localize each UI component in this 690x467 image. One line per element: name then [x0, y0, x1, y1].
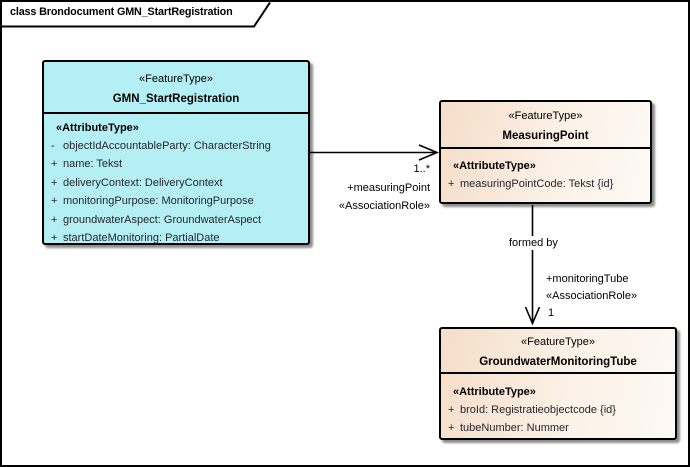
visibility-symbol: + [51, 231, 58, 244]
open-arrowhead-right-icon [418, 144, 440, 161]
visibility-symbol: + [51, 176, 58, 189]
attribute-text: monitoringPurpose: MonitoringPurpose [63, 195, 254, 208]
attributes-compartment: «AttributeType» - objectIdAccountablePar… [44, 114, 308, 247]
attribute-text: startDateMonitoring: PartialDate [63, 231, 220, 244]
class-gmn-startregistration[interactable]: «FeatureType» GMN_StartRegistration «Att… [42, 60, 310, 245]
attribute-text: deliveryContext: DeliveryContext [63, 176, 223, 189]
attributes-compartment: «AttributeType» + broId: Registratieobje… [441, 374, 675, 438]
class-name: MeasuringPoint [502, 130, 589, 142]
class-groundwatermonitoringtube[interactable]: «FeatureType» GroundwaterMonitoringTube … [439, 327, 677, 440]
attribute-row[interactable]: + deliveryContext: DeliveryContext [44, 174, 308, 192]
class-name: GMN_StartRegistration [112, 93, 240, 105]
association-role[interactable]: +monitoringTube [546, 273, 629, 285]
attribute-row[interactable]: + startDateMonitoring: PartialDate [44, 229, 308, 247]
association-role[interactable]: +measuringPoint [347, 182, 430, 194]
attribute-row[interactable]: + broId: Registratieobjectcode {id} [441, 401, 675, 419]
attribute-text: objectIdAccountableParty: CharacterStrin… [63, 140, 271, 152]
compartment-stereotype-label: «AttributeType» [453, 386, 536, 398]
stereotype-label: «FeatureType» [521, 336, 595, 348]
association-stereotype[interactable]: «AssociationRole» [338, 200, 430, 212]
visibility-symbol: + [51, 195, 58, 208]
visibility-symbol: + [448, 422, 455, 435]
visibility-symbol: + [448, 404, 455, 416]
attribute-row[interactable]: - objectIdAccountableParty: CharacterStr… [44, 137, 308, 155]
attributes-compartment: «AttributeType» + measuringPointCode: Te… [441, 149, 650, 193]
class-header: «FeatureType» GMN_StartRegistration [44, 62, 308, 114]
attribute-text: name: Tekst [63, 158, 123, 171]
class-measuringpoint[interactable]: «FeatureType» MeasuringPoint «AttributeT… [439, 100, 652, 204]
attribute-text: measuringPointCode: Tekst {id} [460, 178, 614, 190]
visibility-symbol: + [51, 213, 58, 226]
class-header: «FeatureType» GroundwaterMonitoringTube [441, 329, 675, 374]
visibility-symbol: + [448, 178, 455, 190]
frame-tab-outline [2, 2, 271, 28]
attribute-row[interactable]: + monitoringPurpose: MonitoringPurpose [44, 192, 308, 210]
attribute-row[interactable]: + groundwaterAspect: GroundwaterAspect [44, 211, 308, 229]
attribute-row[interactable]: + name: Tekst [44, 155, 308, 173]
visibility-symbol: + [51, 158, 58, 171]
visibility-symbol: - [51, 140, 55, 152]
compartment-stereotype-label: «AttributeType» [453, 160, 536, 172]
class-header: «FeatureType» MeasuringPoint [441, 102, 650, 149]
class-name: GroundwaterMonitoringTube [479, 356, 637, 368]
association-multiplicity[interactable]: 1..* [413, 163, 430, 175]
stereotype-label: «FeatureType» [508, 110, 583, 122]
diagram-title: class Brondocument GMN_StartRegistration [10, 6, 233, 18]
attribute-row[interactable]: + measuringPointCode: Tekst {id} [441, 175, 650, 193]
compartment-stereotype-label: «AttributeType» [56, 122, 139, 134]
association-name[interactable]: formed by [506, 236, 561, 250]
attribute-row[interactable]: + tubeNumber: Nummer [441, 419, 675, 437]
attribute-text: groundwaterAspect: GroundwaterAspect [63, 213, 262, 226]
attribute-text: broId: Registratieobjectcode {id} [460, 404, 616, 416]
attribute-text: tubeNumber: Nummer [460, 422, 569, 435]
open-arrowhead-down-icon [524, 306, 541, 326]
association-stereotype[interactable]: «AssociationRole» [546, 290, 638, 302]
stereotype-label: «FeatureType» [139, 73, 213, 85]
association-multiplicity[interactable]: 1 [548, 307, 555, 319]
